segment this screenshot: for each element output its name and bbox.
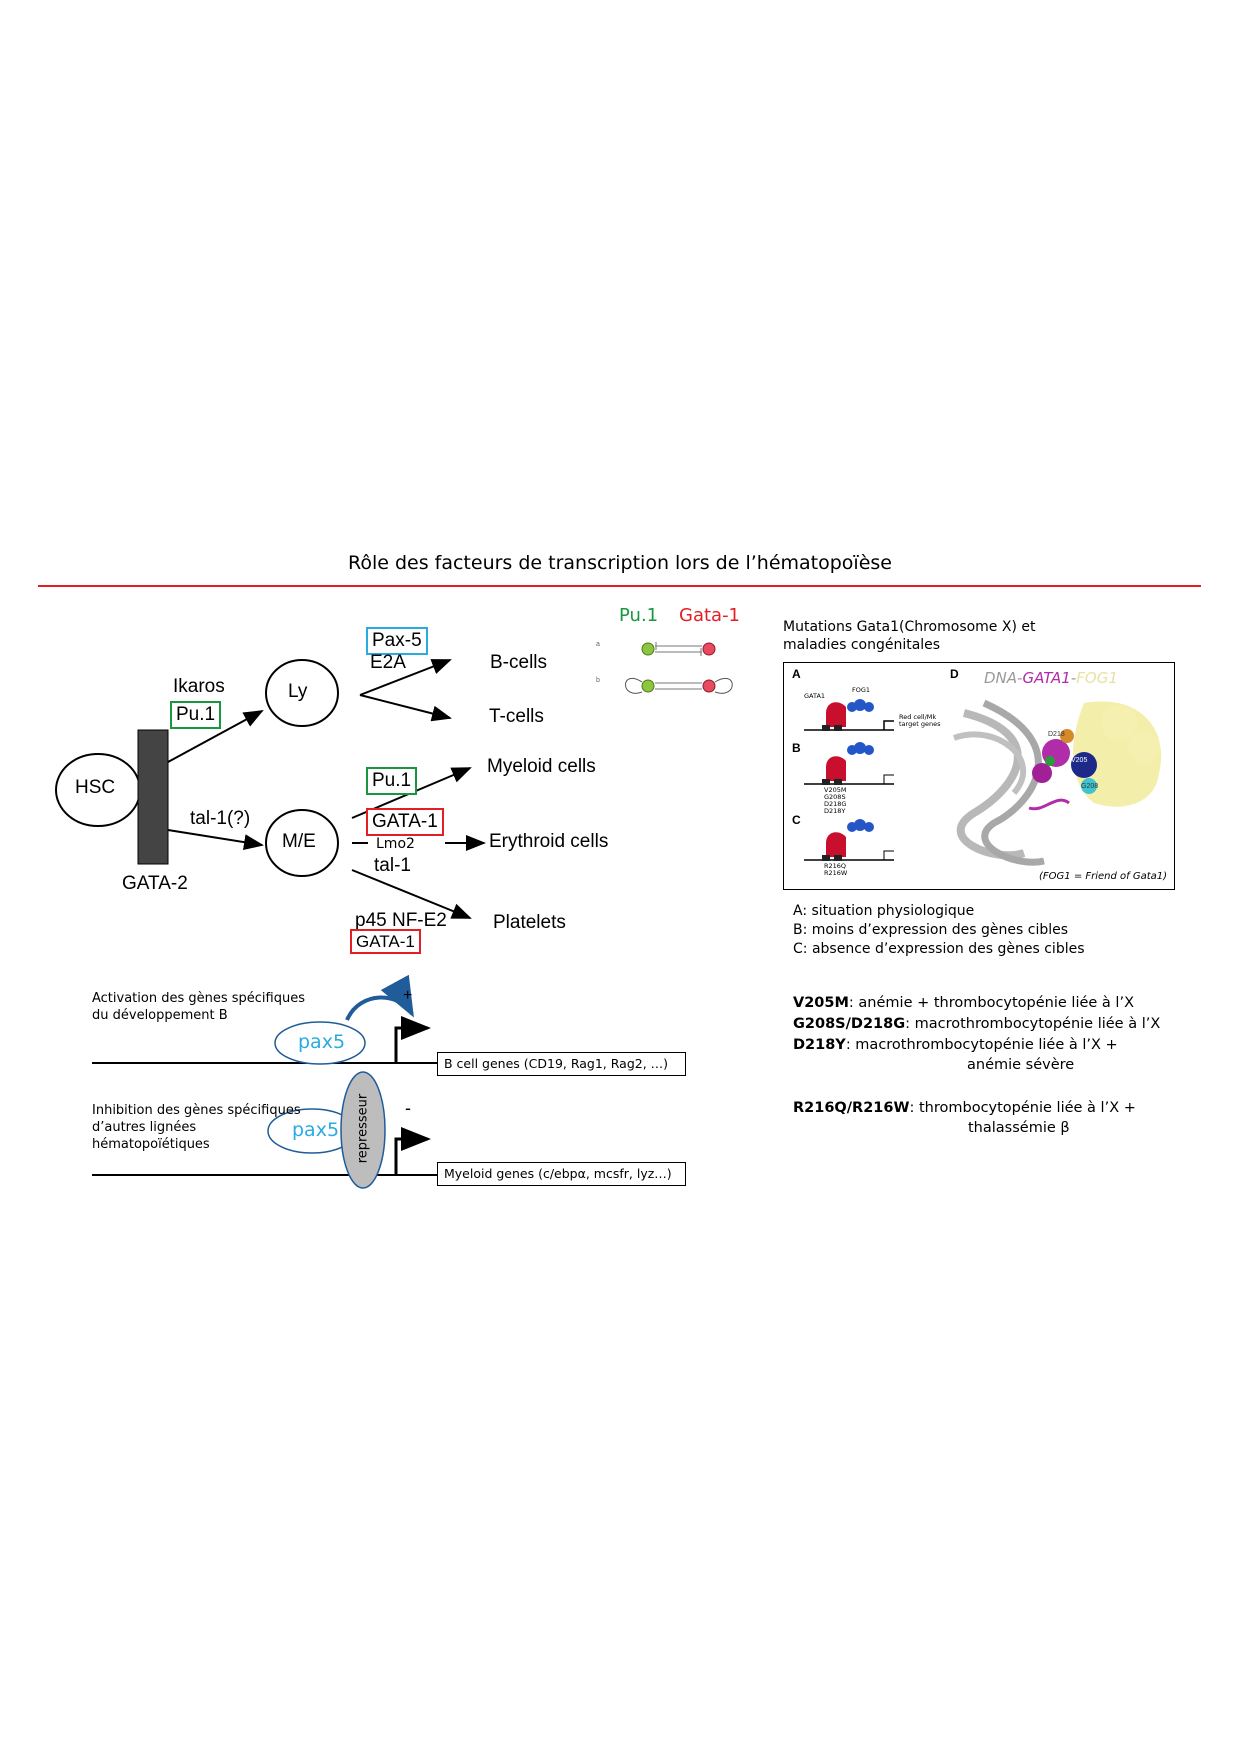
mutation-code: R216Q/R216W	[793, 1100, 910, 1116]
panel-d-g208: G208	[1081, 783, 1099, 790]
gata2-label: GATA-2	[122, 873, 188, 894]
mutation-text: : thrombocytopénie liée à l’X +	[909, 1100, 1136, 1116]
mutation-text: : anémie + thrombocytopénie liée à l’X	[848, 995, 1135, 1011]
legend-list: A: situation physiologique B: moins d’ex…	[793, 902, 1085, 959]
legend-item-c: C: absence d’expression des gènes cibles	[793, 941, 1085, 957]
panel-caption: (FOG1 = Friend of Gata1)	[1039, 871, 1168, 882]
mutation-figure-graphics	[804, 699, 1162, 866]
self-loop-pu1	[625, 677, 643, 694]
pu1-node-b	[641, 679, 655, 693]
self-loop-gata1	[714, 677, 733, 694]
arrow-to-ly	[167, 710, 264, 763]
arrow-to-tcells	[359, 694, 452, 722]
toggle-gata1-label: Gata-1	[679, 605, 741, 626]
arrow-to-me	[167, 829, 264, 851]
platelets-label: Platelets	[493, 912, 566, 933]
inhibition-text-1: Inhibition des gènes spécifiques	[92, 1103, 301, 1118]
repressor-ellipse	[340, 1071, 386, 1189]
legend-item-a: A: situation physiologique	[793, 903, 975, 919]
myeloid-label: Myeloid cells	[487, 756, 596, 777]
bcell-genes-box: B cell genes (CD19, Rag1, Rag2, …)	[437, 1052, 686, 1076]
toggle-a-label: a	[596, 641, 600, 648]
plus-sign: +	[403, 987, 413, 1004]
panel-d-dash: -	[1070, 669, 1077, 687]
inhibition-text-3: hématopoïétiques	[92, 1137, 210, 1152]
mutation-item-r216: R216Q/R216W: thrombocytopénie liée à l’X…	[793, 1098, 1136, 1119]
gata1-node-b	[702, 679, 716, 693]
mutations-heading: Mutations Gata1(Chromosome X) et maladie…	[783, 619, 1036, 653]
panel-c-mutations: R216Q R216W	[824, 862, 848, 877]
pax5-label-b: pax5	[292, 1119, 340, 1141]
mutation-text: : macrothrombocytopénie liée à l’X +	[845, 1037, 1118, 1053]
panel-b-mutations: V205M G208S D218G D218Y	[824, 786, 847, 815]
panel-d-dna: DNA-	[984, 669, 1023, 687]
mutation-code: G208S/D218G	[793, 1016, 906, 1032]
ly-label: Ly	[288, 681, 308, 702]
promoter-arrow-1	[394, 1016, 431, 1063]
repressor-label: represseur	[355, 1093, 371, 1164]
erythroid-label: Erythroid cells	[489, 831, 609, 852]
tal1-label: tal-1	[374, 855, 411, 876]
lmo2-label: Lmo2	[376, 836, 415, 852]
panel-d-fog1: FOG1	[1076, 669, 1118, 687]
me-label: M/E	[282, 831, 316, 852]
inhibition-text-2: d’autres lignées	[92, 1120, 197, 1135]
arrow-to-bcells	[359, 659, 452, 696]
title-rule	[38, 585, 1201, 587]
gata1-box-platelets: GATA-1	[350, 929, 421, 954]
panel-a-fog1: FOG1	[852, 686, 871, 694]
ikaros-label: Ikaros	[173, 676, 225, 697]
panel-a-target: Red cell/Mk target genes	[899, 713, 941, 728]
ly-node	[265, 659, 339, 727]
mutation-code: V205M	[793, 995, 849, 1011]
pax5-label-a: pax5	[298, 1031, 346, 1053]
myeloid-genes-box: Myeloid genes (c/ebpα, mcsfr, lyz…)	[437, 1162, 686, 1186]
toggle-b-label: b	[596, 677, 600, 684]
activation-arrow	[345, 974, 414, 1021]
panel-d-title: DNA-GATA1-FOG1	[984, 669, 1118, 687]
panel-d-gata1: GATA1	[1022, 669, 1071, 687]
tcells-label: T-cells	[489, 706, 544, 727]
bcells-label: B-cells	[490, 652, 548, 673]
panel-a-gata1: GATA1	[804, 692, 826, 700]
panel-b-label: B	[792, 741, 801, 755]
mutation-item-v205m: V205M: anémie + thrombocytopénie liée à …	[793, 993, 1134, 1014]
p45-label: p45 NF-E2	[355, 910, 447, 931]
pax5-box: Pax-5	[366, 627, 428, 655]
panel-d-v205: V205	[1071, 757, 1088, 764]
panel-d-d218: D218	[1048, 731, 1065, 738]
mutation-code: D218Y	[793, 1037, 846, 1053]
mutation-figure-panel: A B C D GATA1 FOG1 Red cell/Mk target ge…	[783, 662, 1175, 890]
pu1-box-myeloid: Pu.1	[366, 767, 418, 795]
page-title: Rôle des facteurs de transcription lors …	[347, 552, 892, 574]
activation-text-1: Activation des gènes spécifiques	[92, 991, 305, 1006]
pax5-ellipse-a	[274, 1021, 366, 1065]
minus-sign: -	[405, 1098, 411, 1118]
gata1-node-a	[702, 642, 716, 656]
arrow-to-platelets	[351, 869, 472, 919]
legend-item-b: B: moins d’expression des gènes cibles	[793, 922, 1069, 938]
panel-c-label: C	[792, 813, 801, 827]
promoter-arrow-2	[394, 1127, 431, 1175]
panel-d-label: D	[950, 667, 959, 681]
mutation-text: : macrothrombocytopénie liée à l’X	[905, 1016, 1161, 1032]
e2a-label: E2A	[370, 652, 406, 673]
pu1-box-ly: Pu.1	[170, 701, 222, 729]
gata1-box-erythroid: GATA-1	[366, 808, 444, 836]
mutation-item-g208s: G208S/D218G: macrothrombocytopénie liée …	[793, 1014, 1160, 1035]
mutation-item-r216-cont: thalassémie β	[968, 1120, 1070, 1136]
panel-a-label: A	[792, 667, 801, 681]
gata2-bar	[137, 729, 169, 865]
mutation-item-d218y: D218Y: macrothrombocytopénie liée à l’X …	[793, 1035, 1118, 1056]
activation-text-2: du développement B	[92, 1008, 228, 1023]
hsc-label: HSC	[75, 777, 116, 798]
toggle-pu1-label: Pu.1	[619, 605, 659, 626]
tal1q-label: tal-1(?)	[190, 808, 251, 829]
me-node	[265, 809, 339, 877]
mutation-item-d218y-cont: anémie sévère	[967, 1057, 1075, 1073]
pu1-node-a	[641, 642, 655, 656]
